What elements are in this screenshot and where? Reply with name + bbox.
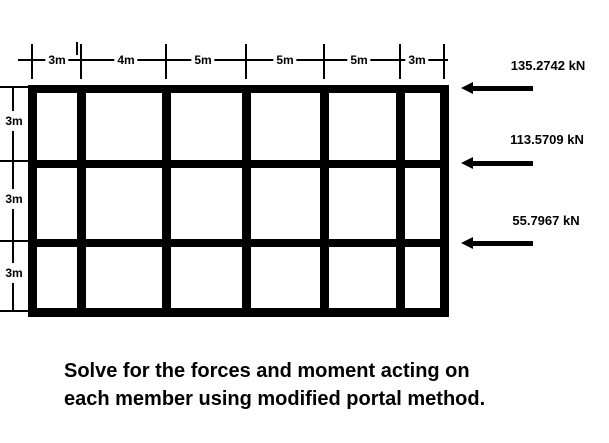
frame-column-1 xyxy=(28,85,37,317)
force-value-top: 135.2742 kN xyxy=(510,58,586,73)
top-dimension-tick xyxy=(31,44,33,79)
story-height-label: 3m xyxy=(4,263,24,283)
problem-statement-line-2: each member using modified portal method… xyxy=(64,388,486,410)
top-dimension-tick xyxy=(443,44,445,79)
problem-statement-line-1: Solve for the forces and moment acting o… xyxy=(64,360,470,382)
frame-column-3 xyxy=(162,85,171,317)
force-arrow-left-icon xyxy=(461,157,533,170)
force-arrow-left-icon xyxy=(461,82,533,95)
top-dimension-tick xyxy=(165,44,167,79)
bay-width-label: 5m xyxy=(273,53,297,67)
story-height-label: 3m xyxy=(4,189,24,209)
frame-beam-base xyxy=(28,308,449,317)
left-dimension-tick xyxy=(0,310,30,312)
arrow-shaft xyxy=(472,86,533,91)
stray-tick-mark xyxy=(76,42,78,55)
arrow-head-icon xyxy=(461,237,473,249)
arrow-shaft xyxy=(472,161,533,166)
frame-beam-level-2 xyxy=(28,160,449,168)
bay-width-label: 4m xyxy=(114,53,138,67)
bay-width-label: 5m xyxy=(347,53,371,67)
story-height-label: 3m xyxy=(4,111,24,131)
frame-column-7 xyxy=(440,85,449,317)
force-value-bottom: 55.7967 kN xyxy=(512,213,580,228)
left-dimension-tick xyxy=(0,240,30,242)
frame-column-2 xyxy=(77,85,86,317)
force-value-middle: 113.5709 kN xyxy=(510,132,584,147)
bay-width-label: 5m xyxy=(191,53,215,67)
top-dimension-line xyxy=(18,59,448,61)
top-dimension-tick xyxy=(80,44,82,79)
problem-statement: Solve for the forces and moment acting o… xyxy=(64,357,485,413)
frame-column-4 xyxy=(242,85,251,317)
arrow-shaft xyxy=(472,241,533,246)
top-dimension-tick xyxy=(323,44,325,79)
left-dimension-tick xyxy=(0,160,30,162)
left-dimension-tick xyxy=(0,86,30,88)
arrow-head-icon xyxy=(461,82,473,94)
frame-column-5 xyxy=(320,85,329,317)
frame-beam-level-1 xyxy=(28,239,449,247)
top-dimension-tick xyxy=(399,44,401,79)
bay-width-label: 3m xyxy=(405,53,429,67)
force-arrow-left-icon xyxy=(461,237,533,250)
arrow-head-icon xyxy=(461,157,473,169)
bay-width-label: 3m xyxy=(45,53,69,67)
frame-column-6 xyxy=(396,85,405,317)
frame-beam-roof xyxy=(28,85,449,93)
top-dimension-tick xyxy=(245,44,247,79)
